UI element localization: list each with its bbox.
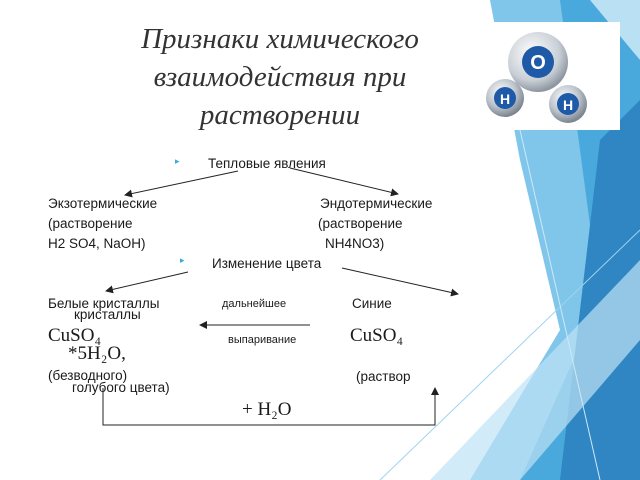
arrow-to-exothermic [124, 170, 239, 198]
molecule-graphic: O H H [486, 32, 587, 123]
cuso4-left-formula: CuSO₄ [48, 325, 102, 346]
blue-color-label: голубого цвета) [72, 380, 170, 395]
exothermic-line-3: H2 SO4, NaOH) [48, 236, 146, 251]
white-crystals-label: Белые кристаллы [48, 296, 160, 311]
further-label: дальнейшее [222, 298, 287, 310]
evaporation-label: выпаривание [228, 334, 297, 346]
arrow-to-blue-crystals [341, 267, 459, 297]
blue-crystals-label: Синие [352, 296, 392, 311]
color-heading: Изменение цвета [212, 256, 322, 271]
white-crystals-line-2: кристаллы [74, 307, 141, 322]
title-line-1: Признаки химического [141, 23, 419, 55]
oxygen-label: O [530, 52, 546, 74]
hydrate-formula: *5H₂O, [68, 343, 126, 364]
exothermic-label: Экзотермические [48, 196, 158, 211]
title-line-3: растворении [199, 99, 361, 131]
bullet-icon: ▸ [180, 255, 185, 265]
anhydrous-label: (безводного) [48, 368, 128, 383]
endothermic-line-3: NH4NO3) [325, 236, 385, 251]
endothermic-label: Эндотермические [320, 196, 433, 211]
hydrogen-label-right: H [563, 97, 573, 113]
title-line-2: взаимодействия при [153, 61, 407, 93]
cuso4-right-formula: CuSO₄ [350, 325, 404, 346]
bracket-arrow-water [102, 387, 439, 426]
plus-water-formula: + H₂O [242, 399, 292, 420]
arrow-to-endothermic [289, 167, 399, 197]
endothermic-line-2: (растворение [318, 216, 403, 231]
bullet-icon: ▸ [175, 156, 180, 166]
thermal-heading: Тепловые явления [208, 156, 326, 171]
slide-title: Признаки химического взаимодействия при … [70, 20, 490, 134]
water-molecule-logo: O H H [470, 22, 620, 130]
arrow-to-white-crystals [105, 271, 189, 294]
hydrogen-label-left: H [500, 91, 510, 107]
solution-label: (раствор [356, 369, 411, 384]
exothermic-line-2: (растворение [48, 216, 133, 231]
